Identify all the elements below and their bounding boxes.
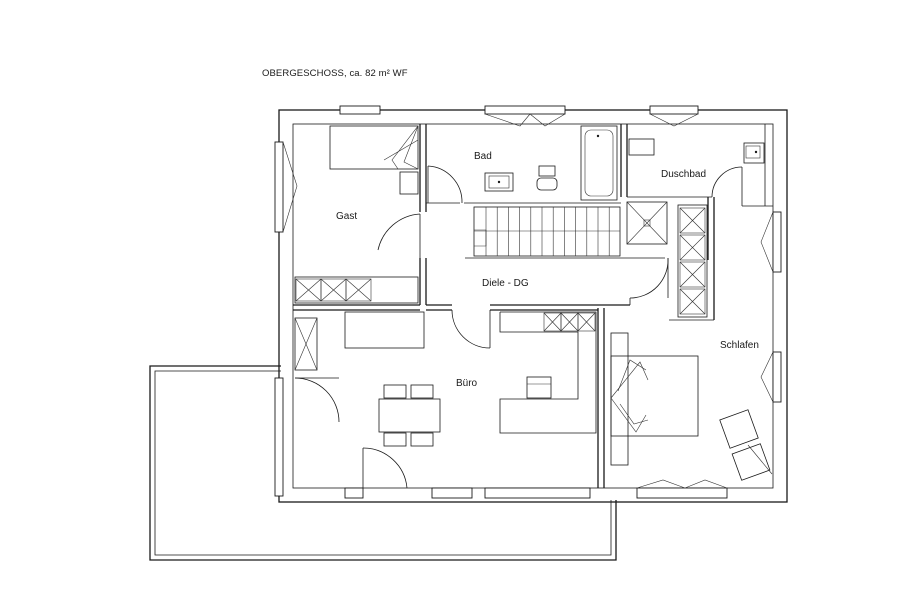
room-label-gast: Gast bbox=[336, 211, 357, 222]
room-labels: Gast Bad Duschbad Diele - DG Büro Schlaf… bbox=[336, 151, 759, 389]
bad-fixtures bbox=[484, 125, 618, 201]
balcony bbox=[149, 365, 617, 561]
room-label-diele: Diele - DG bbox=[482, 278, 529, 289]
buero-furniture bbox=[294, 311, 597, 447]
staircase bbox=[473, 206, 621, 257]
room-label-bad: Bad bbox=[474, 151, 492, 162]
doors bbox=[294, 165, 743, 489]
room-label-buero: Büro bbox=[456, 378, 478, 389]
room-label-duschbad: Duschbad bbox=[661, 169, 706, 180]
interior-walls bbox=[293, 124, 773, 488]
schlafen-furniture bbox=[610, 332, 773, 481]
gast-furniture bbox=[294, 125, 419, 304]
room-label-schlafen: Schlafen bbox=[720, 340, 759, 351]
windows bbox=[274, 105, 782, 499]
plan-title: OBERGESCHOSS, ca. 82 m² WF bbox=[262, 68, 408, 79]
duschbad-fixtures bbox=[626, 138, 765, 318]
